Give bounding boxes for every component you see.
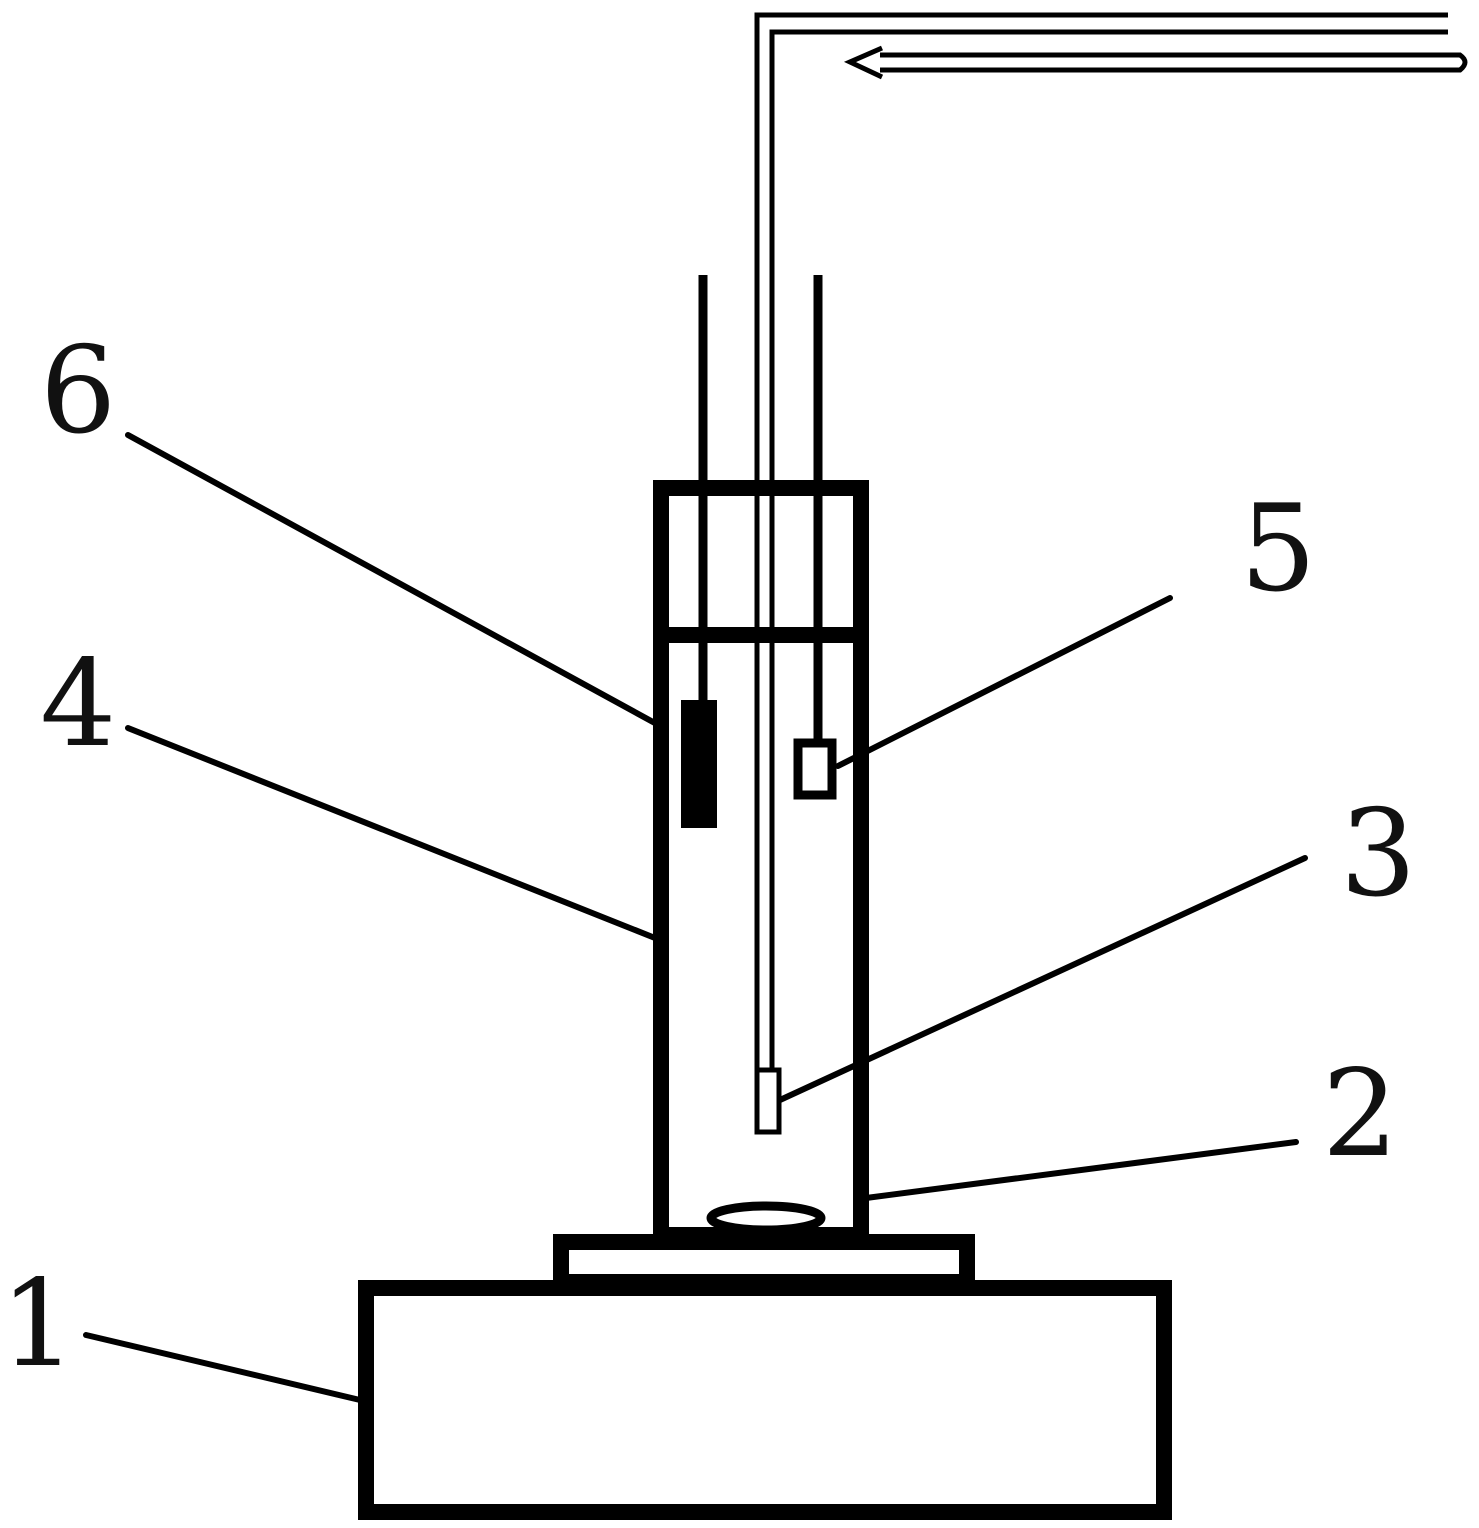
part-5-electrode — [793, 738, 837, 800]
leader-line-4 — [125, 725, 663, 943]
label-3: 3 — [1340, 785, 1416, 924]
flow-arrowhead — [843, 45, 884, 80]
label-6: 6 — [40, 322, 116, 461]
label-4: 4 — [40, 635, 116, 774]
part-1-base-block — [358, 1280, 1172, 1520]
part-3-tube-tip — [754, 1067, 782, 1135]
leader-line-1 — [83, 1332, 363, 1403]
leader-line-3 — [777, 855, 1308, 1103]
flow-arrow — [880, 52, 1468, 73]
label-2: 2 — [1322, 1045, 1398, 1184]
leader-line-6 — [125, 432, 667, 731]
leader-line-5 — [835, 595, 1173, 769]
base-top-plate — [553, 1234, 975, 1290]
gas-tube-outer — [754, 12, 1448, 1130]
part-6-electrode — [681, 700, 717, 828]
leader-line-2 — [863, 1139, 1299, 1201]
part-2-stir-bar — [706, 1201, 826, 1235]
label-5: 5 — [1240, 480, 1316, 619]
vessel-stopper — [653, 480, 869, 643]
label-1: 1 — [0, 1255, 76, 1394]
gas-tube-inner — [769, 29, 1448, 1070]
